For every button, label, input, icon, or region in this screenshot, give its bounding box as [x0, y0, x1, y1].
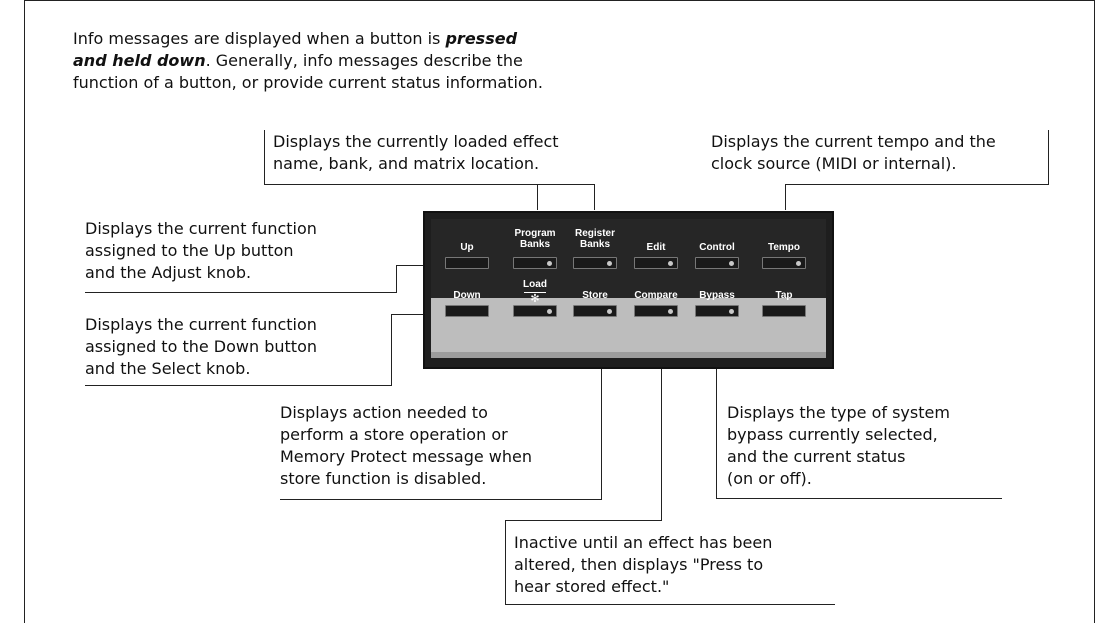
- panel-top-section: [431, 219, 826, 298]
- callout-line: Displays action needed to: [280, 403, 488, 422]
- label-down: Down: [453, 290, 481, 301]
- callout-line: hear stored effect.": [514, 577, 670, 596]
- control-button[interactable]: [695, 257, 739, 269]
- label-tempo: Tempo: [767, 242, 801, 253]
- label-control: Control: [699, 242, 735, 253]
- callout-line: bypass currently selected,: [727, 425, 938, 444]
- leader-line: [716, 328, 717, 499]
- intro-paragraph: Info messages are displayed when a butto…: [73, 28, 543, 94]
- leader-line: [391, 314, 392, 386]
- leader-line: [264, 184, 595, 185]
- leader-line: [716, 498, 1002, 499]
- callout-line: name, bank, and matrix location.: [273, 154, 540, 173]
- leader-line: [264, 130, 265, 185]
- leader-line: [85, 385, 392, 386]
- leader-line: [1048, 130, 1049, 185]
- leader-line: [505, 520, 506, 605]
- leader-line: [280, 499, 602, 500]
- leader-line: [505, 520, 662, 521]
- tap-button[interactable]: [762, 305, 806, 317]
- led-indicator: [547, 261, 552, 266]
- led-indicator: [729, 261, 734, 266]
- callout-line: Displays the current function: [85, 219, 317, 238]
- intro-line-1: Info messages are displayed when a butto…: [73, 29, 446, 48]
- tempo-button[interactable]: [762, 257, 806, 269]
- label-program: Program: [514, 228, 556, 239]
- intro-emphasis-1: pressed: [445, 29, 518, 48]
- label-tap: Tap: [775, 290, 793, 301]
- callout-compare: Inactive until an effect has been altere…: [514, 532, 772, 598]
- front-panel: [423, 211, 834, 369]
- callout-line: assigned to the Up button: [85, 241, 294, 260]
- label-register: Register: [574, 228, 615, 239]
- leader-line: [537, 184, 538, 210]
- label-compare: Compare: [634, 290, 678, 301]
- register-banks-button[interactable]: [573, 257, 617, 269]
- callout-line: (on or off).: [727, 469, 812, 488]
- callout-line: and the current status: [727, 447, 906, 466]
- led-indicator: [547, 309, 552, 314]
- callout-line: clock source (MIDI or internal).: [711, 154, 957, 173]
- led-indicator: [668, 261, 673, 266]
- callout-effect-name: Displays the currently loaded effect nam…: [273, 131, 559, 175]
- load-overline: [524, 292, 546, 293]
- panel-bottom-strip: [431, 352, 826, 358]
- leader-line: [785, 184, 1049, 185]
- leader-line: [661, 328, 662, 521]
- callout-line: Memory Protect message when: [280, 447, 533, 466]
- callout-line: Displays the current tempo and the: [711, 132, 996, 151]
- callout-down: Displays the current function assigned t…: [85, 314, 317, 380]
- panel-bottom-section: [431, 298, 826, 358]
- callout-line: Displays the type of system: [727, 403, 950, 422]
- label-register-banks: Banks: [579, 239, 610, 250]
- callout-up: Displays the current function assigned t…: [85, 218, 317, 284]
- load-button[interactable]: [513, 305, 557, 317]
- leader-line: [785, 184, 786, 210]
- bypass-button[interactable]: [695, 305, 739, 317]
- load-asterisk-icon: ✻: [530, 292, 540, 305]
- callout-bypass: Displays the type of system bypass curre…: [727, 402, 950, 490]
- intro-line-3: function of a button, or provide current…: [73, 73, 543, 92]
- leader-line: [594, 184, 595, 210]
- label-program-banks: Banks: [519, 239, 550, 250]
- leader-line: [396, 265, 446, 266]
- label-edit: Edit: [646, 242, 666, 253]
- led-indicator: [607, 261, 612, 266]
- program-banks-button[interactable]: [513, 257, 557, 269]
- led-indicator: [668, 309, 673, 314]
- leader-line: [85, 292, 397, 293]
- led-indicator: [729, 309, 734, 314]
- leader-line: [391, 314, 446, 315]
- leader-line: [601, 328, 602, 500]
- callout-line: altered, then displays "Press to: [514, 555, 764, 574]
- callout-line: Inactive until an effect has been: [514, 533, 773, 552]
- label-load: Load: [523, 279, 547, 290]
- leader-line: [505, 604, 835, 605]
- callout-line: Displays the currently loaded effect: [273, 132, 559, 151]
- callout-store: Displays action needed to perform a stor…: [280, 402, 532, 490]
- compare-button[interactable]: [634, 305, 678, 317]
- label-bypass: Bypass: [699, 290, 735, 301]
- figure-frame: [24, 0, 1095, 623]
- callout-line: Displays the current function: [85, 315, 317, 334]
- callout-tempo: Displays the current tempo and the clock…: [711, 131, 996, 175]
- led-indicator: [796, 261, 801, 266]
- leader-line: [396, 265, 397, 293]
- callout-line: and the Select knob.: [85, 359, 251, 378]
- callout-line: store function is disabled.: [280, 469, 487, 488]
- intro-line-2: . Generally, info messages describe the: [205, 51, 523, 70]
- intro-emphasis-2: and held down: [73, 51, 206, 70]
- callout-line: and the Adjust knob.: [85, 263, 252, 282]
- label-up: Up: [460, 242, 474, 253]
- label-store: Store: [582, 290, 608, 301]
- callout-line: perform a store operation or: [280, 425, 508, 444]
- led-indicator: [607, 309, 612, 314]
- up-button[interactable]: [445, 257, 489, 269]
- down-button[interactable]: [445, 305, 489, 317]
- store-button[interactable]: [573, 305, 617, 317]
- callout-line: assigned to the Down button: [85, 337, 317, 356]
- edit-button[interactable]: [634, 257, 678, 269]
